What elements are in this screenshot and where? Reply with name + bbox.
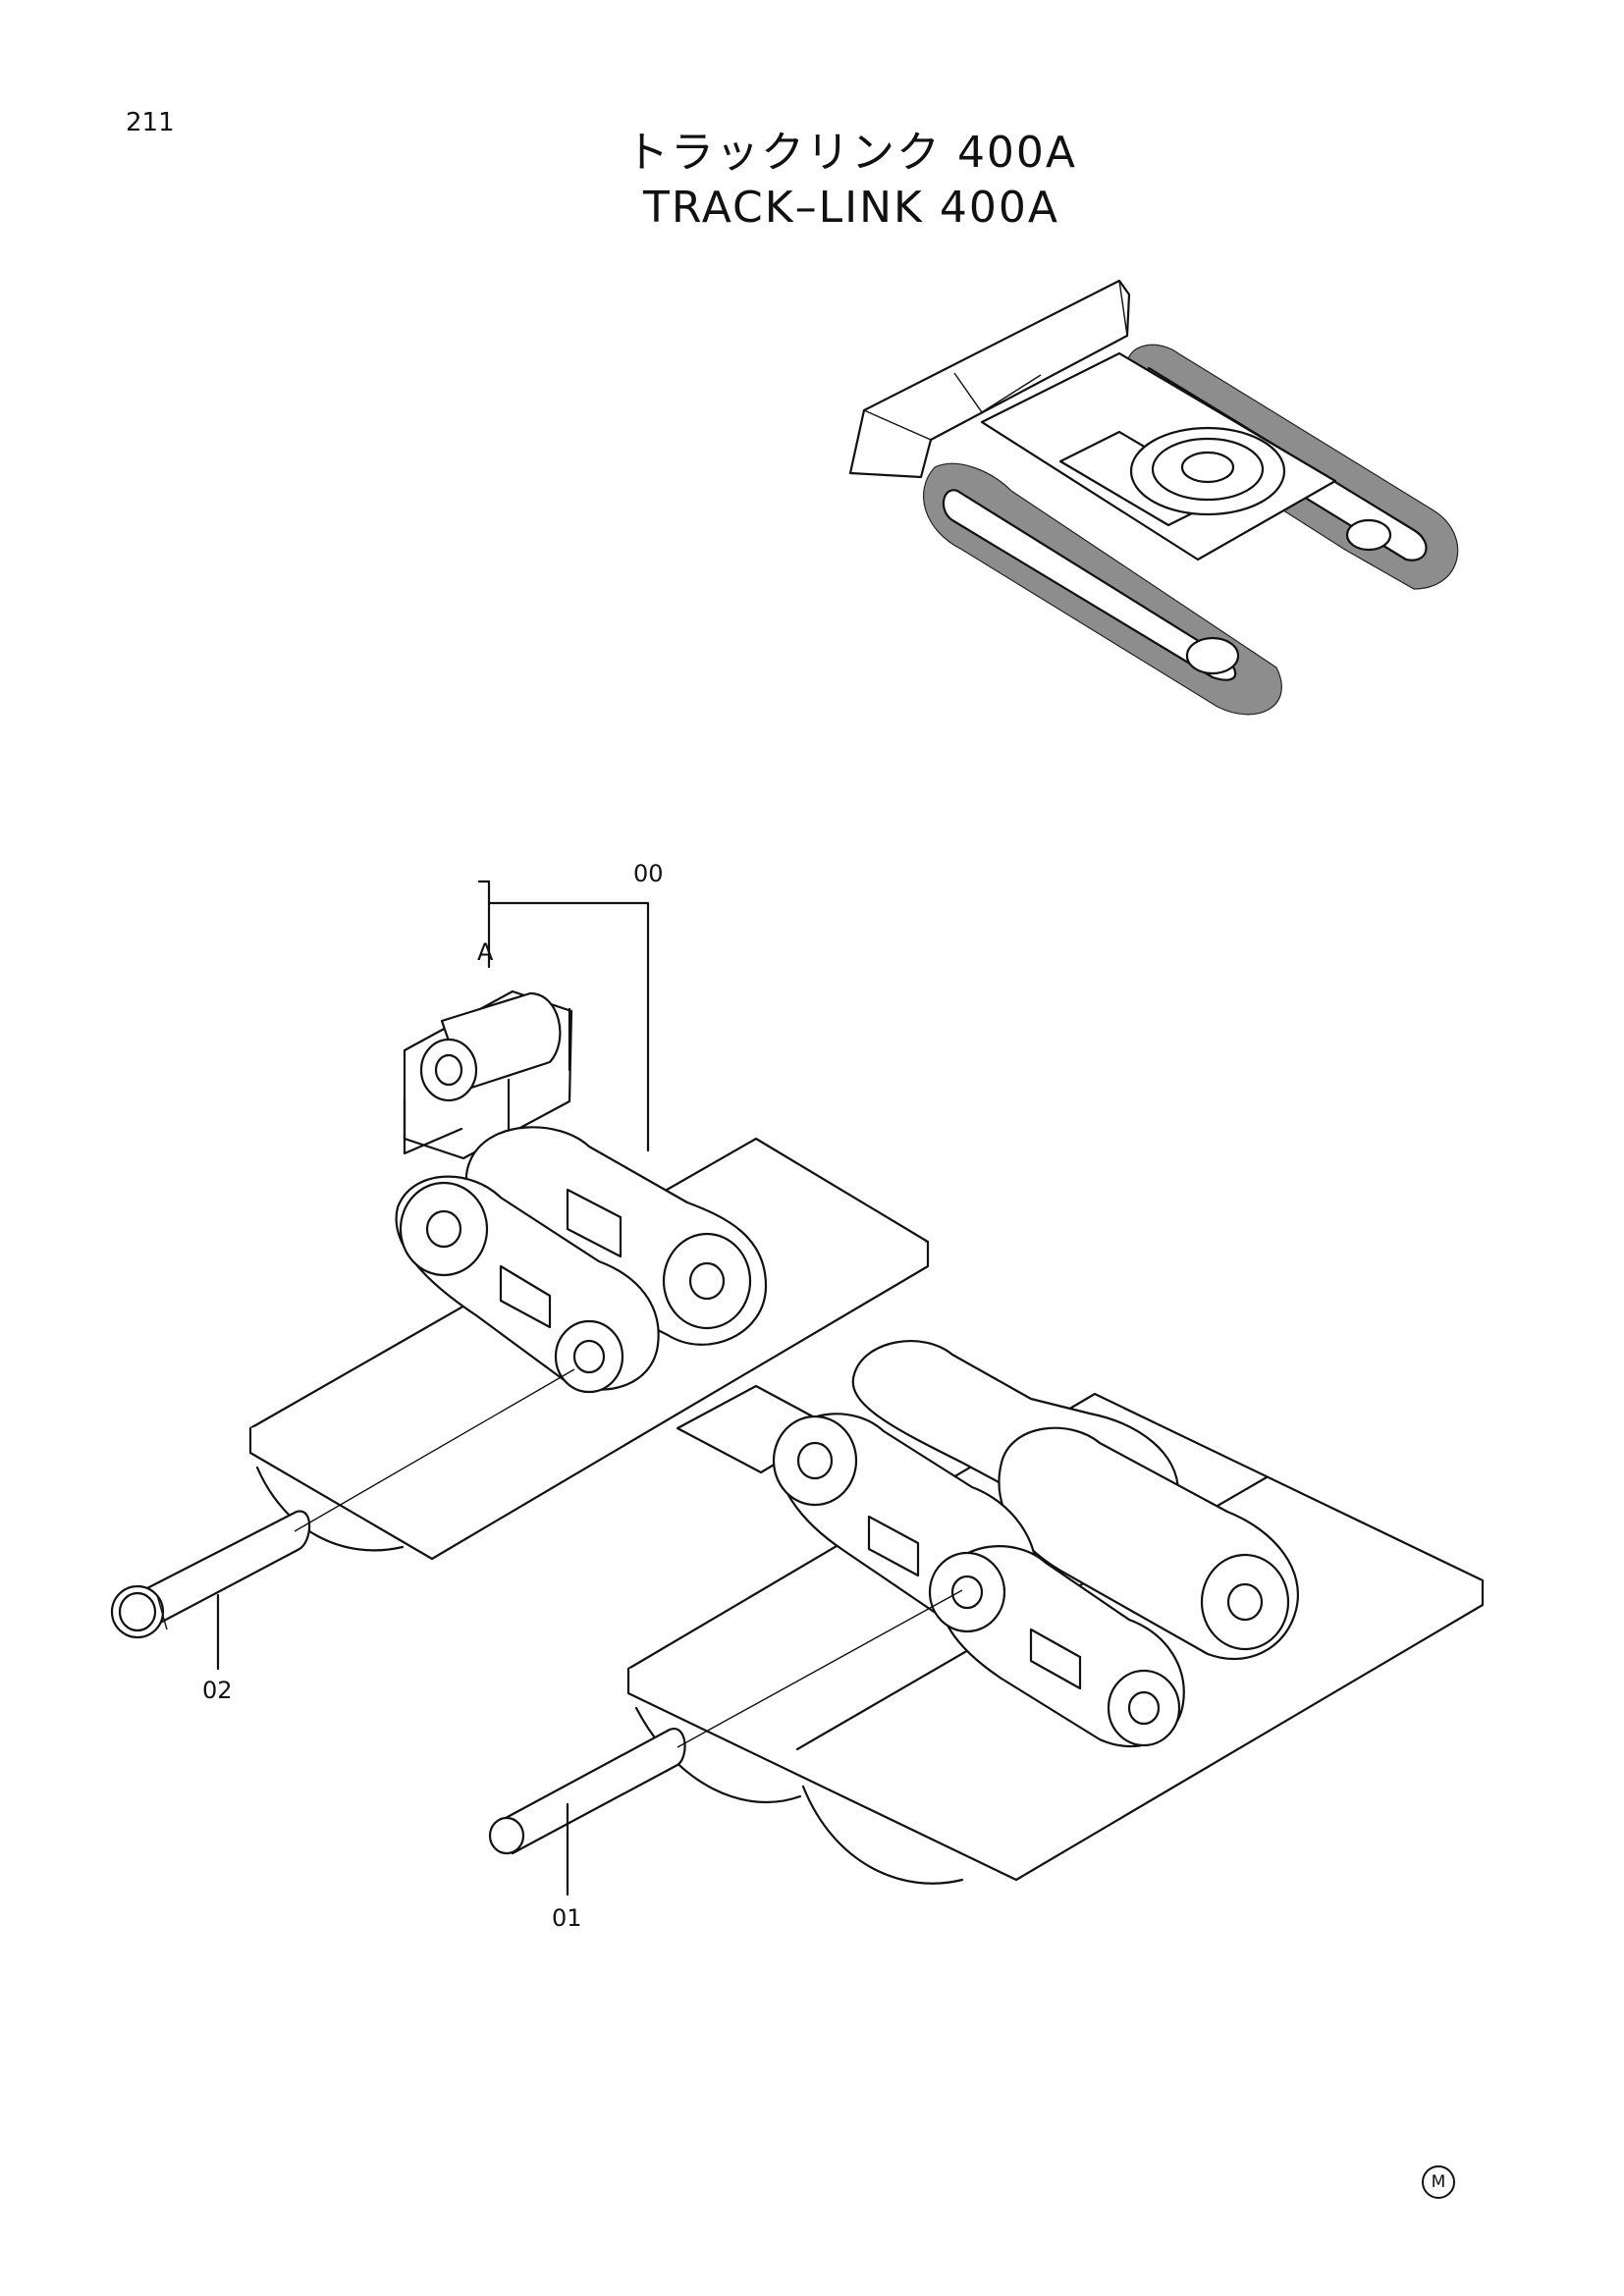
callout-a-label: A [477,938,494,966]
callout-00-label: 00 [633,860,664,887]
page-number: 211 [126,108,175,137]
manufacturer-mark: M [1422,2165,1455,2199]
title-block: トラックリンク 400A TRACK–LINK 400A [0,126,1624,236]
callout-01-label: 01 [552,1904,582,1932]
pin-02: 02 [110,1368,575,1704]
callout-00-leader: 00 A [477,860,664,1152]
upper-link-pair [395,1126,768,1394]
undercarriage-illustration [848,279,1459,716]
lower-link-pair [772,1340,1299,1748]
title-english: TRACK–LINK 400A [643,183,1059,233]
callout-02-label: 02 [202,1677,233,1704]
bushing-detail [403,989,573,1180]
pin-01: 01 [488,1589,963,1932]
title-japanese: トラックリンク 400A [624,128,1078,178]
